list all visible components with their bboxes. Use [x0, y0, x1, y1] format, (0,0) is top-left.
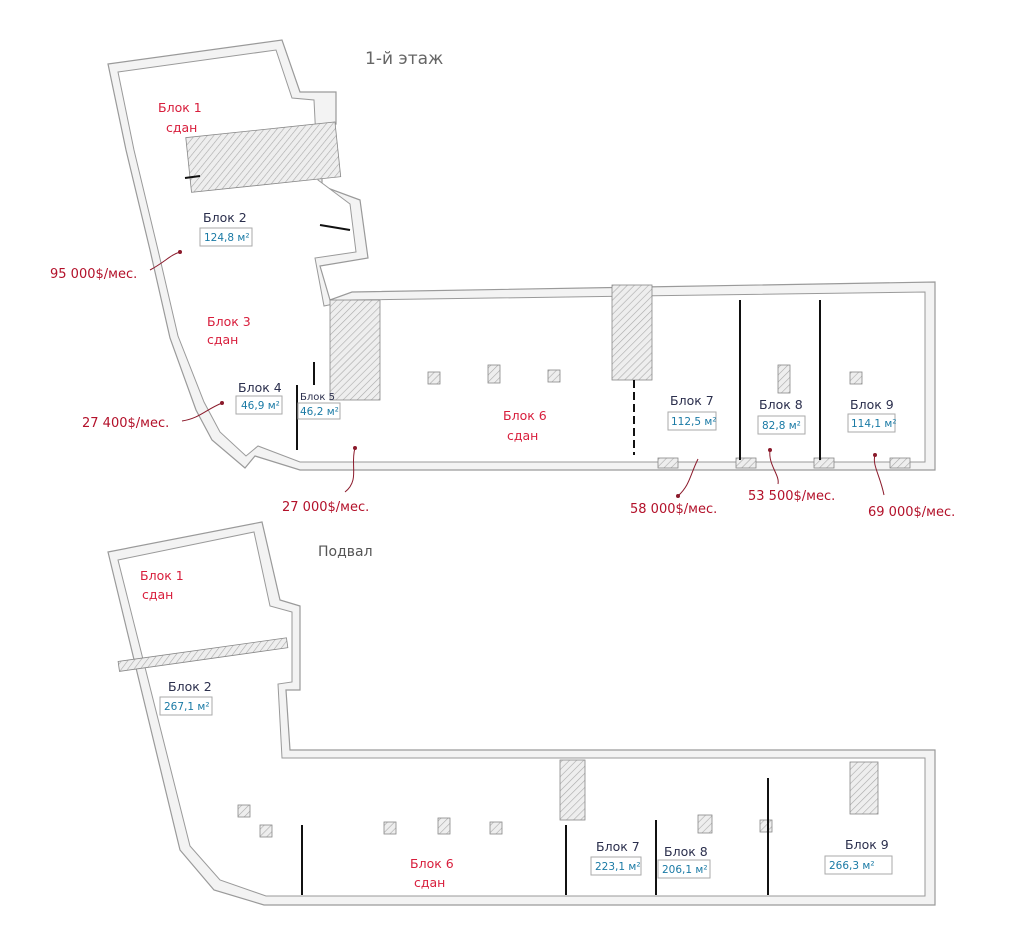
svg-text:Блок 7: Блок 7	[596, 839, 640, 854]
price-leaders	[149, 250, 885, 498]
floor1-block-9[interactable]: Блок 9 114,1 м² 69 000$/мес.	[847, 397, 955, 520]
area-label: 267,1 м²	[164, 701, 210, 713]
floor1-block-4[interactable]: Блок 4 46,9 м² 27 400$/мес.	[82, 380, 283, 431]
price-label: 95 000$/мес.	[50, 267, 137, 282]
basement-walls	[107, 521, 936, 906]
svg-text:Блок 8: Блок 8	[664, 844, 708, 859]
svg-text:Блок 8: Блок 8	[759, 397, 803, 412]
price-label: 69 000$/мес.	[868, 505, 955, 520]
svg-text:сдан: сдан	[166, 120, 197, 135]
floor1-block-3[interactable]: Блок 3 сдан	[207, 314, 251, 347]
area-label: 46,9 м²	[241, 400, 280, 412]
svg-text:Блок 9: Блок 9	[850, 397, 894, 412]
svg-text:сдан: сдан	[142, 587, 173, 602]
floor1-block-1[interactable]: Блок 1 сдан	[158, 100, 202, 135]
area-label: 266,3 м²	[829, 860, 875, 872]
basement-block-1[interactable]: Блок 1 сдан	[140, 568, 184, 602]
floor1-block-7[interactable]: Блок 7 112,5 м² 58 000$/мес.	[630, 393, 717, 517]
basement-block-7[interactable]: Блок 7 223,1 м²	[590, 839, 642, 876]
floor1-title: 1-й этаж	[365, 49, 443, 69]
svg-text:Блок 6: Блок 6	[503, 408, 547, 423]
price-label: 58 000$/мес.	[630, 502, 717, 517]
svg-text:Блок 5: Блок 5	[300, 392, 335, 403]
area-label: 46,2 м²	[300, 406, 339, 418]
svg-text:сдан: сдан	[414, 875, 445, 890]
price-label: 27 000$/мес.	[282, 500, 369, 515]
basement-title: Подвал	[318, 544, 373, 560]
svg-text:Блок 9: Блок 9	[845, 837, 889, 852]
svg-text:сдан: сдан	[507, 428, 538, 443]
svg-text:Блок 2: Блок 2	[168, 679, 212, 694]
area-label: 114,1 м²	[851, 418, 897, 430]
svg-text:Блок 3: Блок 3	[207, 314, 251, 329]
svg-text:сдан: сдан	[207, 332, 238, 347]
svg-text:Блок 1: Блок 1	[158, 100, 202, 115]
svg-text:Блок 2: Блок 2	[203, 210, 247, 225]
basement-block-6[interactable]: Блок 6 сдан	[410, 856, 454, 890]
price-label: 27 400$/мес.	[82, 416, 169, 431]
basement-block-8[interactable]: Блок 8 206,1 м²	[657, 844, 711, 879]
area-label: 206,1 м²	[662, 864, 708, 876]
area-label: 124,8 м²	[204, 232, 250, 244]
basement-block-9[interactable]: Блок 9 266,3 м²	[824, 837, 893, 875]
basement-block-2[interactable]: Блок 2 267,1 м²	[159, 679, 213, 716]
floor1-walls	[107, 39, 936, 471]
floor1-block-6[interactable]: Блок 6 сдан	[503, 408, 547, 443]
area-label: 82,8 м²	[762, 420, 801, 432]
svg-text:Блок 1: Блок 1	[140, 568, 184, 583]
floor1-block-8[interactable]: Блок 8 82,8 м² 53 500$/мес.	[748, 397, 835, 504]
svg-text:Блок 4: Блок 4	[238, 380, 282, 395]
floor1-block-5[interactable]: Блок 5 46,2 м² 27 000$/мес.	[282, 392, 369, 515]
floor1-block-2[interactable]: Блок 2 124,8 м² 95 000$/мес.	[50, 210, 253, 282]
area-label: 112,5 м²	[671, 416, 717, 428]
svg-text:Блок 7: Блок 7	[670, 393, 714, 408]
area-label: 223,1 м²	[595, 861, 641, 873]
price-label: 53 500$/мес.	[748, 489, 835, 504]
svg-text:Блок 6: Блок 6	[410, 856, 454, 871]
